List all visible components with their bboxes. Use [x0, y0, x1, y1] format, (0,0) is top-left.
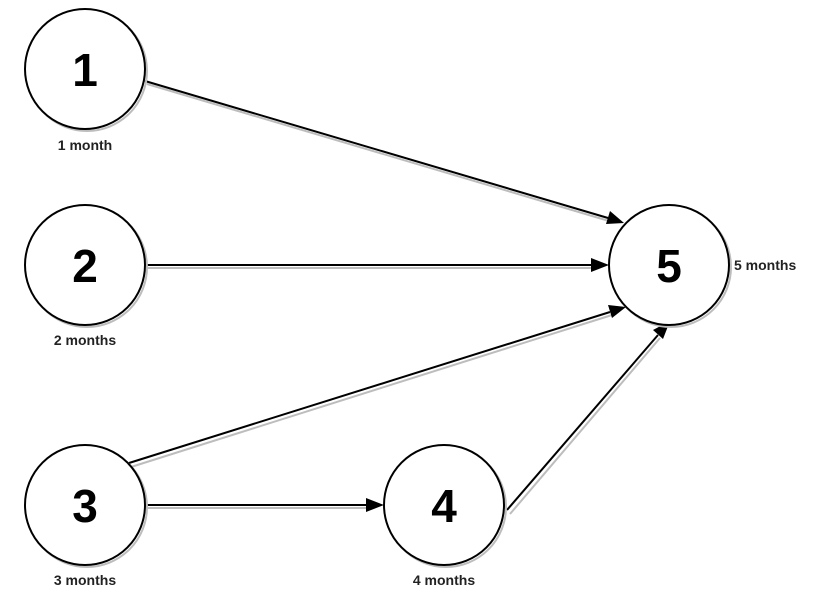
edges: [128, 80, 670, 515]
arrowhead-2-to-5: [591, 258, 609, 272]
nodes: 1 1 month 2 2 months 3 3 months 4 4 mont…: [24, 8, 796, 588]
node-2-label: 2: [72, 240, 98, 292]
node-4-caption: 4 months: [413, 572, 475, 588]
arrowhead-1-to-5: [606, 211, 624, 224]
node-2-caption: 2 months: [54, 332, 116, 348]
node-5[interactable]: 5 5 months: [608, 204, 796, 328]
node-3[interactable]: 3 3 months: [24, 444, 148, 588]
edge-3-to-5: [128, 305, 626, 468]
edge-3-to-4: [147, 498, 384, 512]
node-4[interactable]: 4 4 months: [383, 444, 507, 588]
node-3-circle[interactable]: [24, 444, 146, 566]
node-1-circle[interactable]: [24, 8, 146, 130]
arrowhead-3-to-4: [366, 498, 384, 512]
node-3-label: 3: [72, 480, 98, 532]
edge-1-to-5: [144, 80, 624, 224]
node-1-caption: 1 month: [58, 137, 112, 153]
node-1[interactable]: 1 1 month: [24, 8, 148, 153]
arrowhead-3-to-5: [608, 305, 626, 318]
node-4-label: 4: [431, 480, 457, 532]
edge-2-to-5: [147, 258, 609, 272]
node-5-caption: 5 months: [734, 257, 796, 273]
node-4-circle[interactable]: [383, 444, 505, 566]
node-5-circle[interactable]: [608, 204, 730, 326]
node-3-caption: 3 months: [54, 572, 116, 588]
edge-4-to-5: [506, 321, 670, 515]
node-2[interactable]: 2 2 months: [24, 204, 148, 348]
node-2-circle[interactable]: [24, 204, 146, 326]
node-5-label: 5: [656, 240, 682, 292]
node-1-label: 1: [72, 44, 98, 96]
